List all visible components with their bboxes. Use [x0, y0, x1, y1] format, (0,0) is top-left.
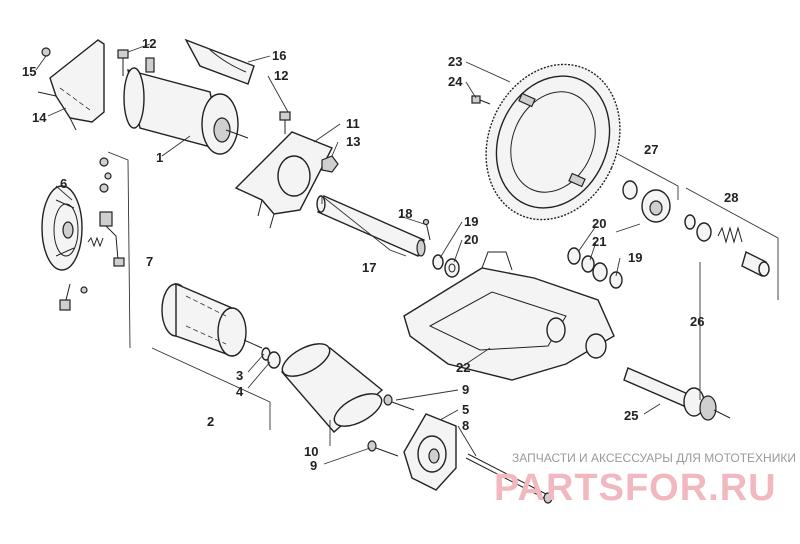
washer-20-left	[444, 258, 460, 278]
callout-labels: 1 2 3 4 5 6 7 8 9 9 10 11 12 12 13 14 15…	[22, 36, 738, 473]
mounting-bracket	[37, 39, 105, 131]
callout-5: 5	[462, 402, 469, 417]
washer-20-right-b	[592, 262, 608, 282]
callout-6: 6	[60, 176, 67, 191]
drive-shaft-25	[623, 367, 731, 421]
callout-15: 15	[22, 64, 36, 79]
through-bolt-8	[465, 453, 553, 504]
callout-24: 24	[448, 74, 463, 89]
bolt-9-upper	[383, 394, 415, 411]
callout-3: 3	[236, 368, 243, 383]
ring-gear	[485, 63, 621, 221]
callout-21: 21	[592, 234, 606, 249]
brush-holder	[41, 185, 83, 271]
callout-2: 2	[207, 414, 214, 429]
end-cover	[403, 413, 457, 491]
callout-20-left: 20	[464, 232, 478, 247]
starter-mounting-plate	[234, 131, 333, 229]
callout-7: 7	[146, 254, 153, 269]
drive-shaft	[316, 195, 426, 257]
callout-11: 11	[346, 116, 360, 131]
callout-19-left: 19	[464, 214, 478, 229]
callout-17: 17	[362, 260, 376, 275]
callout-23: 23	[448, 54, 462, 69]
callout-16: 16	[272, 48, 286, 63]
callout-10: 10	[304, 444, 318, 459]
callout-20-right: 20	[592, 216, 606, 231]
brush-terminal	[59, 283, 88, 311]
brush-set	[87, 157, 125, 267]
starter-motor	[123, 57, 249, 155]
spring-cap-28	[696, 222, 770, 278]
callout-8: 8	[462, 418, 469, 433]
washer-4	[267, 351, 281, 369]
yoke-housing	[280, 343, 384, 433]
pinion-gear-27	[622, 180, 696, 230]
leader-lines	[35, 43, 661, 465]
heat-shield	[184, 38, 255, 85]
group-brackets	[107, 151, 779, 430]
callout-4: 4	[236, 384, 244, 399]
engine-mounting-plate	[403, 251, 615, 381]
callout-12-upper: 12	[142, 36, 156, 51]
washer-19-right	[609, 271, 623, 289]
callout-1: 1	[156, 150, 163, 165]
callout-13: 13	[346, 134, 360, 149]
callout-27: 27	[644, 142, 658, 157]
callout-22: 22	[456, 360, 470, 375]
callout-9-upper: 9	[462, 382, 469, 397]
watermark-brand: PARTSFOR.RU	[494, 467, 777, 509]
callout-12-lower: 12	[274, 68, 288, 83]
armature	[161, 282, 263, 357]
callout-9-lower: 9	[310, 458, 317, 473]
washer-20-right	[567, 247, 581, 265]
watermark: ЗАПЧАСТИ И АКСЕССУАРЫ ДЛЯ МОТОТЕХНИКИ PA…	[494, 451, 796, 509]
washer-21	[581, 255, 595, 273]
bolt-9-lower	[367, 440, 399, 457]
bolt-12	[117, 49, 291, 134]
callout-14: 14	[32, 110, 47, 125]
callout-28: 28	[724, 190, 738, 205]
callout-18: 18	[398, 206, 412, 221]
screw-24	[471, 95, 491, 105]
washer-19-left	[432, 254, 444, 270]
callout-26: 26	[690, 314, 704, 329]
callout-19-right: 19	[628, 250, 642, 265]
pin-18	[422, 218, 431, 241]
watermark-subtitle: ЗАПЧАСТИ И АКСЕССУАРЫ ДЛЯ МОТОТЕХНИКИ	[512, 451, 796, 465]
nut-13	[321, 155, 339, 173]
callout-25: 25	[624, 408, 638, 423]
